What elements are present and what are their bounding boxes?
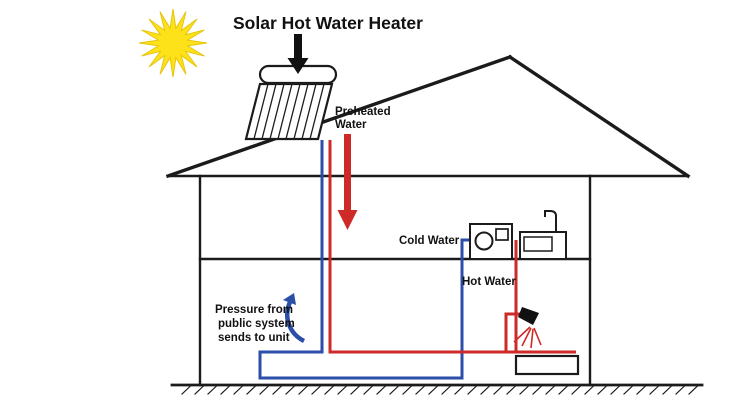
hot-water-pipes [328,140,576,354]
roof-left-slope [165,54,513,179]
pressure-note-line1: Pressure from [215,304,293,316]
title-arrow-icon [287,34,309,74]
hot-water-label: Hot Water [462,276,516,288]
pressure-note-line3: sends to unit [218,332,290,344]
water-heater-panel [495,228,509,241]
hot-pipe-shower-riser [504,312,524,352]
sun-icon [138,8,208,78]
cold-water-pipes [258,140,472,380]
preheated-water-label-line1: Preheated [335,106,391,118]
faucet-icon [544,210,557,232]
cold-water-label: Cold Water [399,235,460,247]
sink-basin [523,236,553,252]
shower-head-icon [518,307,539,325]
cold-pipe-main [258,140,472,380]
solar-collector [244,64,338,141]
appliances [469,210,567,260]
preheated-arrow-icon [337,134,358,230]
pressure-arrowhead-icon [283,293,296,305]
sun-shape [138,8,208,78]
radiator-unit [514,354,580,376]
water-heater-dial-icon [474,231,494,251]
hot-pipe-from-collector [328,140,576,354]
pressure-arrow [285,301,306,344]
shower-spray [513,326,542,349]
roof-right-slope [507,54,691,179]
ground-hatch [181,384,699,395]
preheated-water-label-line2: Water [335,119,367,131]
collector-panel [244,82,334,141]
collector-tubes [253,83,325,140]
page-title: Solar Hot Water Heater [233,13,423,33]
pressure-note-line2: public system [218,318,295,330]
house-outline [165,54,704,395]
